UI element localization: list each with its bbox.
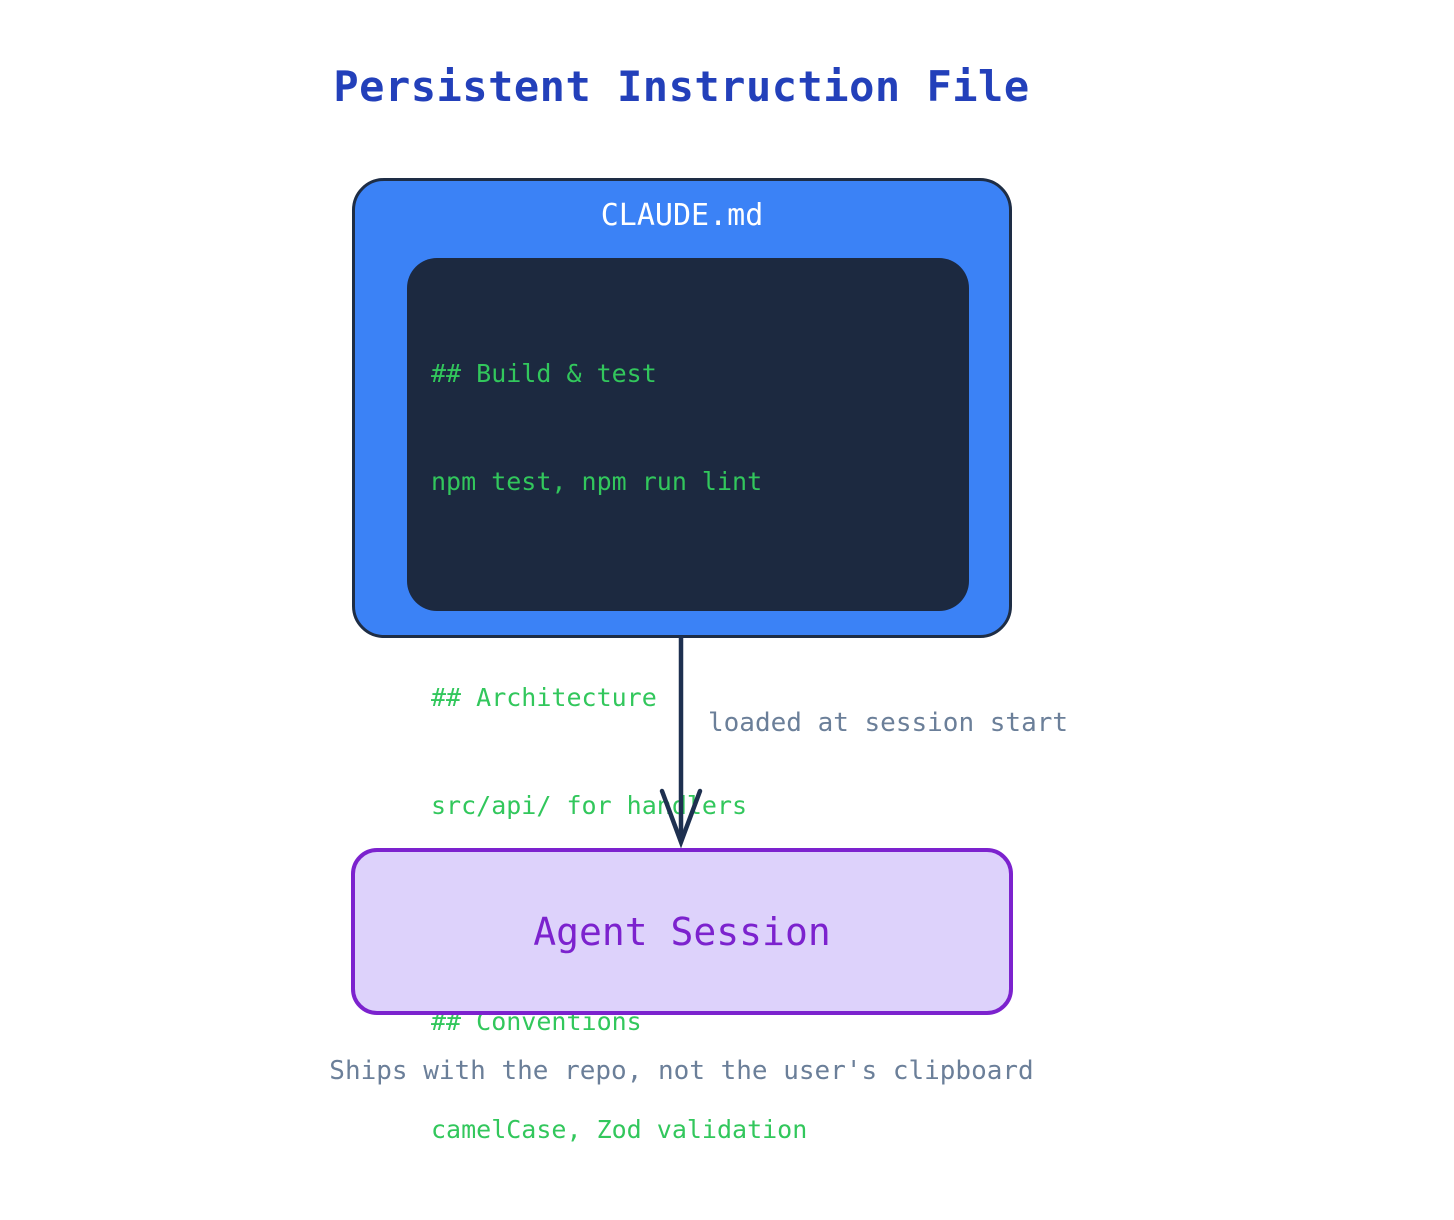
- claude-md-file-card: CLAUDE.md ## Build & test npm test, npm …: [352, 178, 1012, 1144]
- edge-label-loaded-at-session-start: loaded at session start: [708, 708, 1069, 738]
- code-line: npm test, npm run lint: [431, 467, 763, 496]
- code-line-blank: [431, 572, 943, 608]
- instruction-code-block: ## Build & test npm test, npm run lint #…: [407, 258, 969, 1144]
- code-line: src/api/ for handlers: [431, 791, 748, 820]
- code-line: ## Build & test: [431, 359, 657, 388]
- page-title: Persistent Instruction File: [333, 62, 1030, 111]
- claude-md-filename-label: CLAUDE.md: [600, 198, 764, 233]
- diagram-root: Persistent Instruction File CLAUDE.md ##…: [329, 62, 1069, 1144]
- code-line: ## Architecture: [431, 683, 657, 712]
- agent-session-label: Agent Session: [533, 909, 831, 954]
- footer-caption: Ships with the repo, not the user's clip…: [329, 1056, 1034, 1086]
- agent-session-box: Agent Session: [351, 848, 1013, 1015]
- code-line: camelCase, Zod validation: [431, 1115, 808, 1144]
